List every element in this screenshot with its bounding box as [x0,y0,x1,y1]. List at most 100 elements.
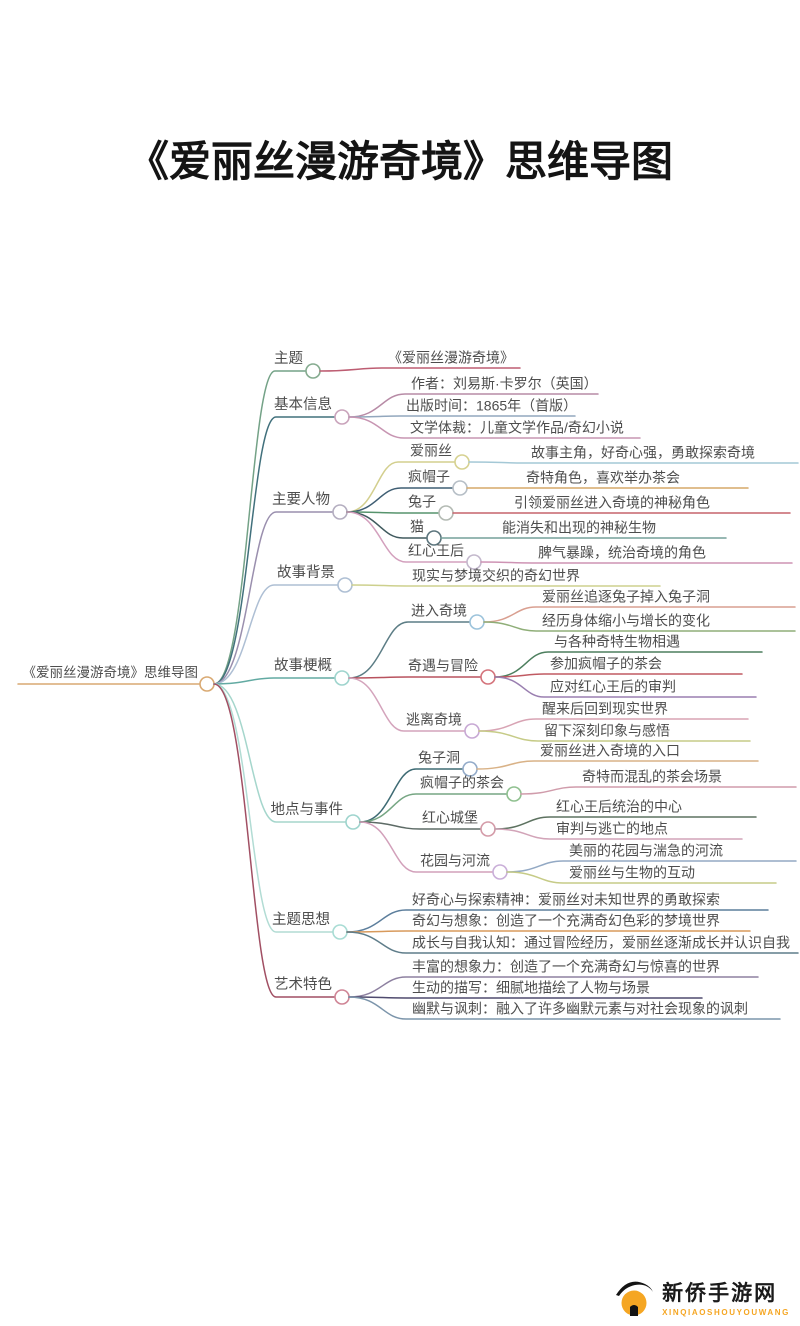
mindmap-branch-label: 艺术特色 [274,977,332,994]
mindmap-node-circle [334,989,350,1005]
mindmap-leaf-label: 爱丽丝进入奇境的入口 [540,742,680,759]
mindmap-node-label: 红心王后 [408,542,464,559]
mindmap-leaf-label: 爱丽丝追逐兔子掉入兔子洞 [542,588,710,605]
mindmap-edge [506,871,777,884]
mindmap-leaf-label: 生动的描写：细腻地描绘了人物与场景 [412,979,650,996]
mindmap-edge [348,416,641,439]
mindmap-node-circle [438,505,454,521]
mindmap-branch-label: 故事梗概 [274,658,332,675]
mindmap-node-circle [480,669,496,685]
mindmap-edge [348,677,466,732]
mindmap-branch-label: 主题 [274,351,303,368]
mindmap-edge [346,511,468,563]
mindmap-node-circle [334,670,350,686]
mindmap-edge [348,676,482,679]
mindmap-edge [346,930,751,933]
mindmap-edge [213,370,307,685]
mindmap-node-circle [337,577,353,593]
mindmap-edge [478,730,751,742]
mindmap-edge [213,584,339,685]
mindmap-branch-label: 主要人物 [272,492,330,509]
mindmap-node-circle [334,409,350,425]
mindmap-edge [359,821,482,830]
mindmap-leaf-label: 作者：刘易斯·卡罗尔（英国） [411,375,598,392]
mindmap-edge [506,860,797,873]
watermark-name: 新侨手游网 [662,1282,778,1305]
watermark-romanized: XINQIAOSHOUYOUWANG [662,1308,790,1317]
mindmap-edge [213,511,334,685]
mindmap-node-circle [452,480,468,496]
mindmap-edge [359,768,464,823]
mindmap-edge [348,996,781,1020]
mindmap-node-circle [345,814,361,830]
mindmap-leaf-label: 醒来后回到现实世界 [542,700,668,717]
mindmap-leaf-label: 出版时间：1865年（首版） [406,397,578,414]
mindmap-node-circle [492,864,508,880]
mindmap-edge [346,487,454,513]
mindmap-edge [359,821,494,873]
mindmap-leaf-label: 审判与逃亡的地点 [556,820,668,837]
watermark: 新侨手游网 XINQIAOSHOUYOUWANG [613,1276,790,1318]
mindmap-branch-label: 主题思想 [272,912,330,929]
mindmap-node-label: 兔子 [408,493,436,510]
mindmap-edge [351,584,661,587]
mindmap-leaf-label: 奇幻与想象：创造了一个充满奇幻色彩的梦境世界 [412,912,720,929]
mindmap-node-label: 疯帽子的茶会 [420,774,504,791]
mindmap-leaf-label: 脾气暴躁，统治奇境的角色 [538,544,706,561]
mindmap-edge [468,461,799,464]
mindmap-node-circle [464,723,480,739]
mindmap-edge [494,676,757,698]
mindmap-edge [483,621,796,632]
mindmap-edge [494,816,757,830]
mindmap-leaf-label: 成长与自我认知：通过冒险经历，爱丽丝逐渐成长并认识自我 [412,934,790,951]
mindmap-node-label: 花园与河流 [420,852,490,869]
mindmap-leaf-label: 奇特而混乱的茶会场景 [582,768,722,785]
mindmap-leaf-label: 奇特角色，喜欢举办茶会 [526,469,680,486]
mindmap-node-label: 疯帽子 [408,468,450,485]
mindmap-leaf-label: 与各种奇特生物相遇 [554,633,680,650]
mindmap-node-label: 红心城堡 [422,809,478,826]
mindmap-node-circle [480,821,496,837]
mindmap-node-label: 爱丽丝 [410,442,452,459]
mindmap-node-circle [332,504,348,520]
mindmap-leaf-label: 故事主角，好奇心强，勇敢探索奇境 [531,444,755,461]
mindmap-leaf-label: 幽默与讽刺：融入了许多幽默元素与对社会现象的讽刺 [412,1000,748,1017]
mindmap-edge [494,828,743,840]
mindmap-node-label: 猫 [410,518,424,535]
mindmap-node-circle [469,614,485,630]
mindmap-node-label: 奇遇与冒险 [408,657,478,674]
mindmap-node-circle [199,676,215,692]
mindmap-node-label: 进入奇境 [411,602,467,619]
mindmap-edge [483,606,796,623]
mindmap-edge [213,677,336,685]
mindmap-edge [480,561,793,564]
mindmap-edge [476,760,759,770]
mindmap-leaf-label: 应对红心王后的审判 [550,678,676,695]
mindmap-edge [213,683,334,933]
mindmap-leaf-label: 经历身体缩小与增长的变化 [542,612,710,629]
mindmap-leaf-label: 美丽的花园与湍急的河流 [569,842,723,859]
mindmap-node-circle [332,924,348,940]
mindmap-root-label: 《爱丽丝漫游奇境》思维导图 [22,665,199,681]
mindmap-leaf-label: 丰富的想象力：创造了一个充满奇幻与惊喜的世界 [412,958,720,975]
mindmap-edge [346,931,799,954]
mindmap-edge [346,461,456,513]
mindmap-edge [319,367,521,372]
mindmap-leaf-label: 文学体裁：儿童文学作品/奇幻小说 [410,419,624,436]
mindmap-leaf-label: 红心王后统治的中心 [556,798,682,815]
mindmap-leaf-label: 能消失和出现的神秘生物 [502,519,656,536]
mindmap-node-circle [454,454,470,470]
mindmap-edge [213,416,336,685]
mindmap-leaf-label: 《爱丽丝漫游奇境》 [388,349,514,366]
page-title: 《爱丽丝漫游奇境》思维导图 [126,140,673,186]
mindmap-branch-label: 地点与事件 [270,802,344,819]
house-logo-icon [616,1281,654,1316]
mindmap-leaf-label: 留下深刻印象与感悟 [544,722,670,739]
mindmap-edge [213,683,336,998]
mindmap-edge [359,793,508,823]
mindmap-leaf-label: 引领爱丽丝进入奇境的神秘角色 [514,494,710,511]
mindmap-leaf-label: 好奇心与探索精神：爱丽丝对未知世界的勇敢探索 [412,891,720,908]
mindmap-edge [348,996,703,999]
